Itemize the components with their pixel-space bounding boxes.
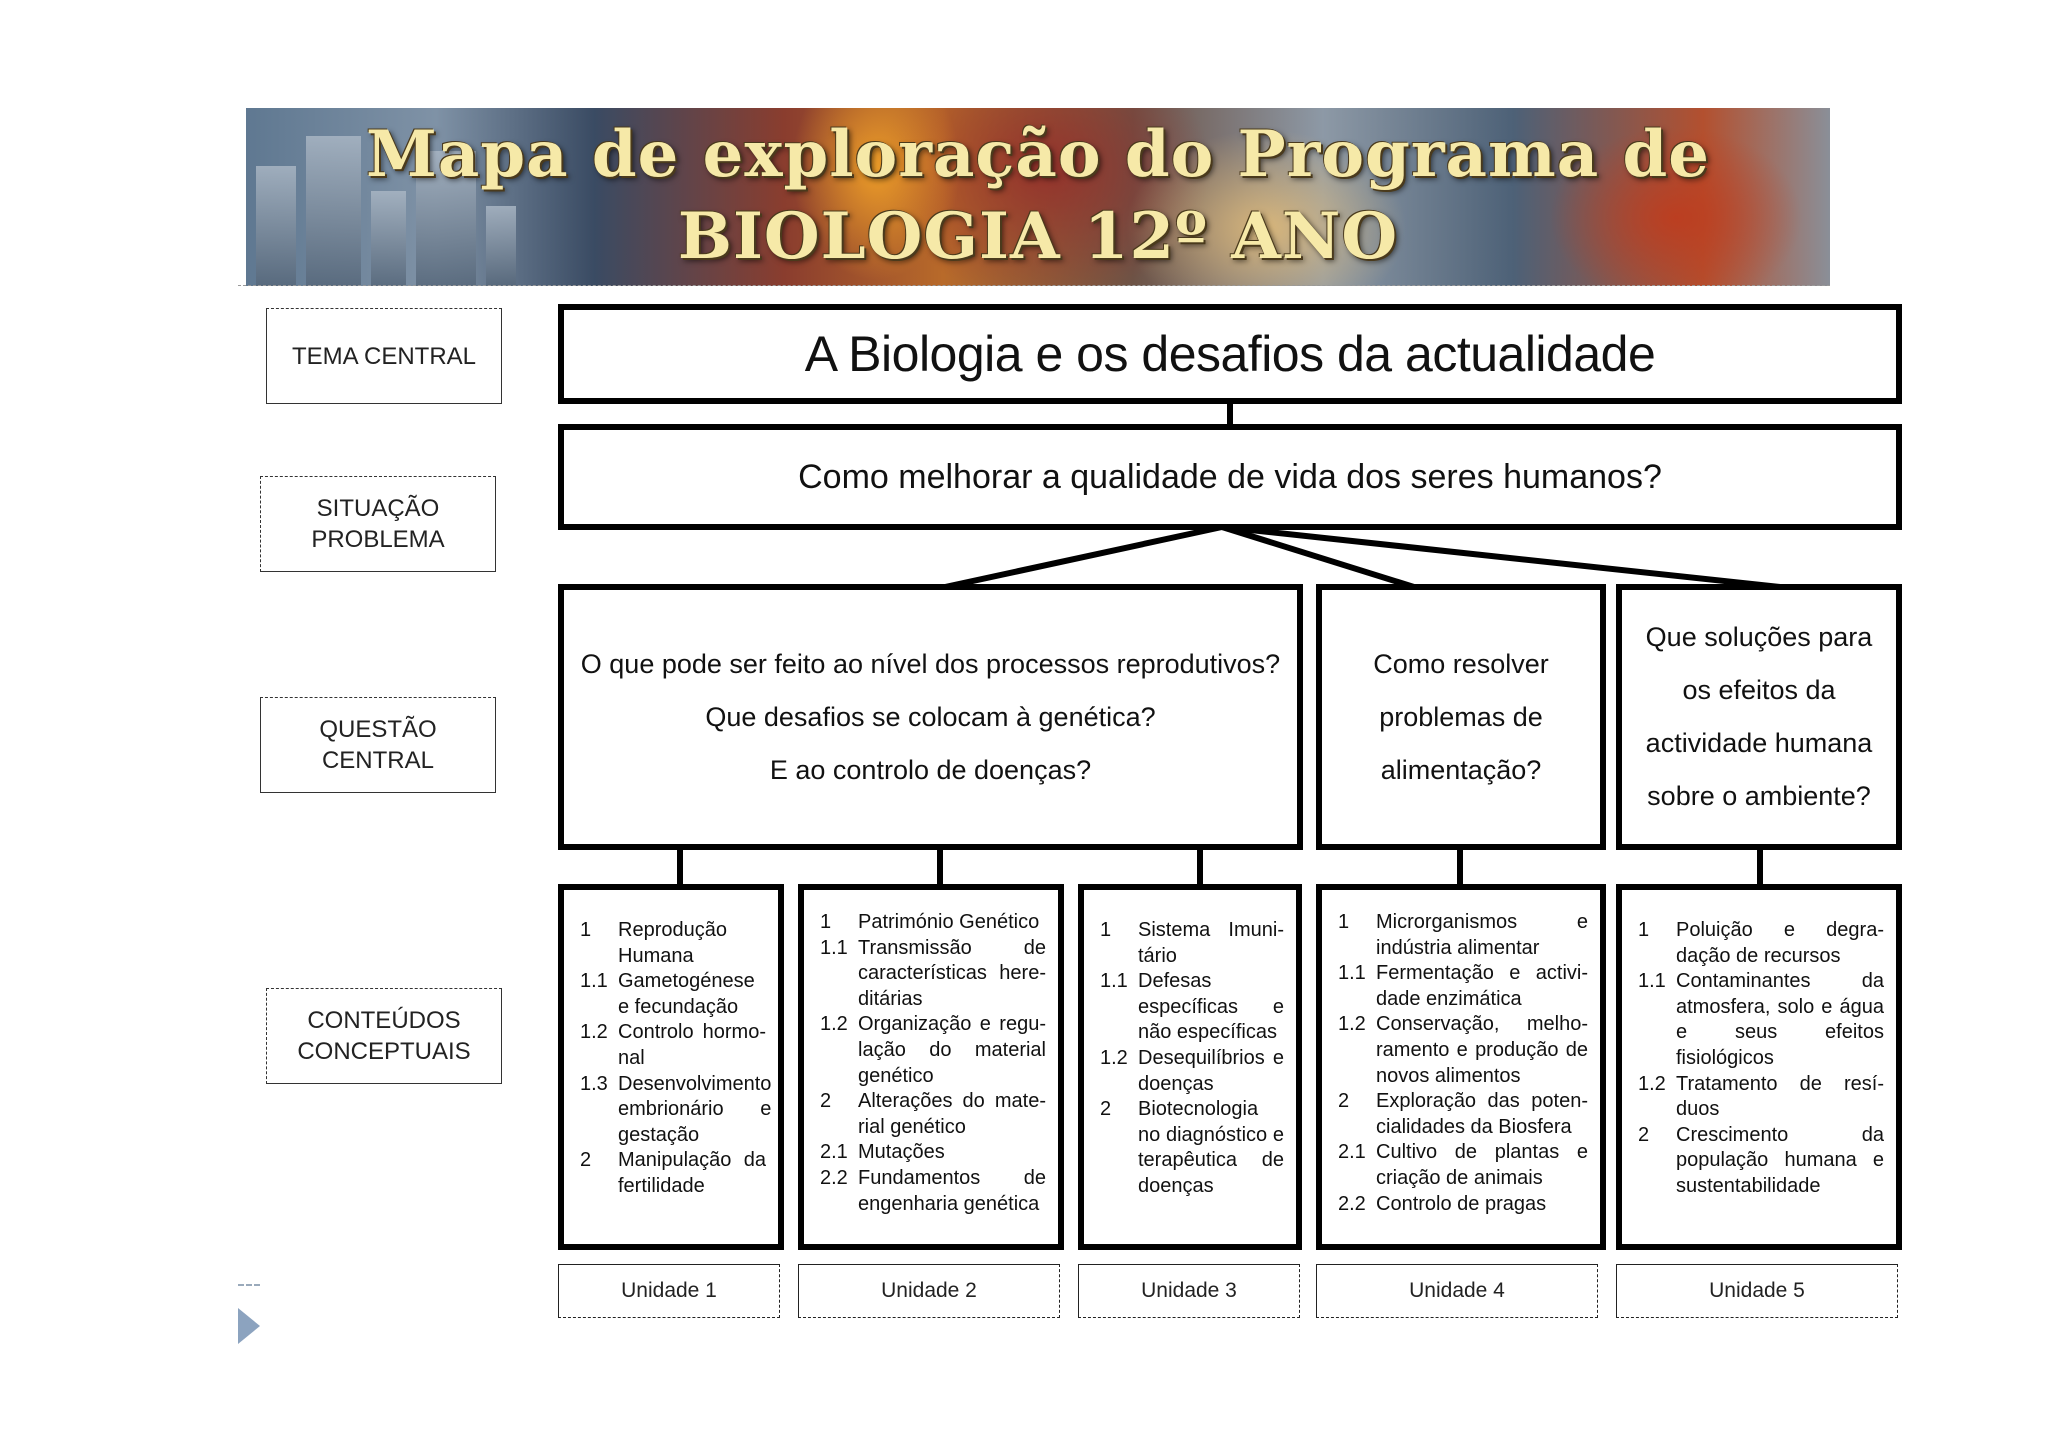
questao-2-line: Como resolver xyxy=(1373,648,1549,679)
unidade-label-5: Unidade 5 xyxy=(1616,1264,1898,1318)
slide-nav-dash xyxy=(238,1284,260,1286)
unidade-label-2: Unidade 2 xyxy=(798,1264,1060,1318)
questao-3-line: sobre o ambiente? xyxy=(1647,781,1871,811)
questao-box-2: Como resolver problemas de alimentação? xyxy=(1316,584,1606,850)
banner-divider xyxy=(238,285,1830,286)
unidade-label-1: Unidade 1 xyxy=(558,1264,780,1318)
banner-title: Mapa de exploração do Programa de BIOLOG… xyxy=(246,114,1830,278)
connector-situacao-q1 xyxy=(944,524,1223,590)
questao-2-line: problemas de xyxy=(1379,701,1543,732)
questao-3-line: actividade humana xyxy=(1645,728,1873,758)
questao-box-1: O que pode ser feito ao nível dos proces… xyxy=(558,584,1303,850)
label-situacao-problema: SITUAÇÃO PROBLEMA xyxy=(260,476,496,572)
questao-1-line: Que desafios se colocam à genética? xyxy=(705,701,1156,732)
banner-title-line2: BIOLOGIA 12º ANO xyxy=(677,199,1399,274)
questao-1-line: E ao controlo de doenças? xyxy=(769,754,1092,785)
unidade-label-4: Unidade 4 xyxy=(1316,1264,1598,1318)
label-tema-central: TEMA CENTRAL xyxy=(266,308,502,404)
connector-situacao-q3 xyxy=(1221,524,1781,590)
questao-1-line: O que pode ser feito ao nível dos proces… xyxy=(580,648,1281,679)
play-arrow-icon[interactable] xyxy=(236,1306,262,1346)
questao-2-line: alimentação? xyxy=(1380,754,1542,785)
header-banner: Mapa de exploração do Programa de BIOLOG… xyxy=(246,108,1830,286)
situacao-problema-box: Como melhorar a qualidade de vida dos se… xyxy=(558,424,1902,530)
questao-3-line: Que soluções para xyxy=(1645,622,1873,652)
label-questao-central: QUESTÃO CENTRAL xyxy=(260,697,496,793)
situacao-problema-text: Como melhorar a qualidade de vida dos se… xyxy=(798,457,1662,496)
tema-central-box: A Biologia e os desafios da actualidade xyxy=(558,304,1902,404)
questao-box-3: Que soluções para os efeitos da activida… xyxy=(1616,584,1902,850)
label-conteudos-conceptuais: CONTEÚDOS CONCEPTUAIS xyxy=(266,988,502,1084)
connector-situacao-q2 xyxy=(1221,524,1415,590)
tema-central-text: A Biologia e os desafios da actualidade xyxy=(804,326,1656,382)
banner-title-line1: Mapa de exploração do Programa de xyxy=(366,117,1710,192)
unidade-label-3: Unidade 3 xyxy=(1078,1264,1300,1318)
questao-3-line: os efeitos da xyxy=(1682,675,1836,705)
